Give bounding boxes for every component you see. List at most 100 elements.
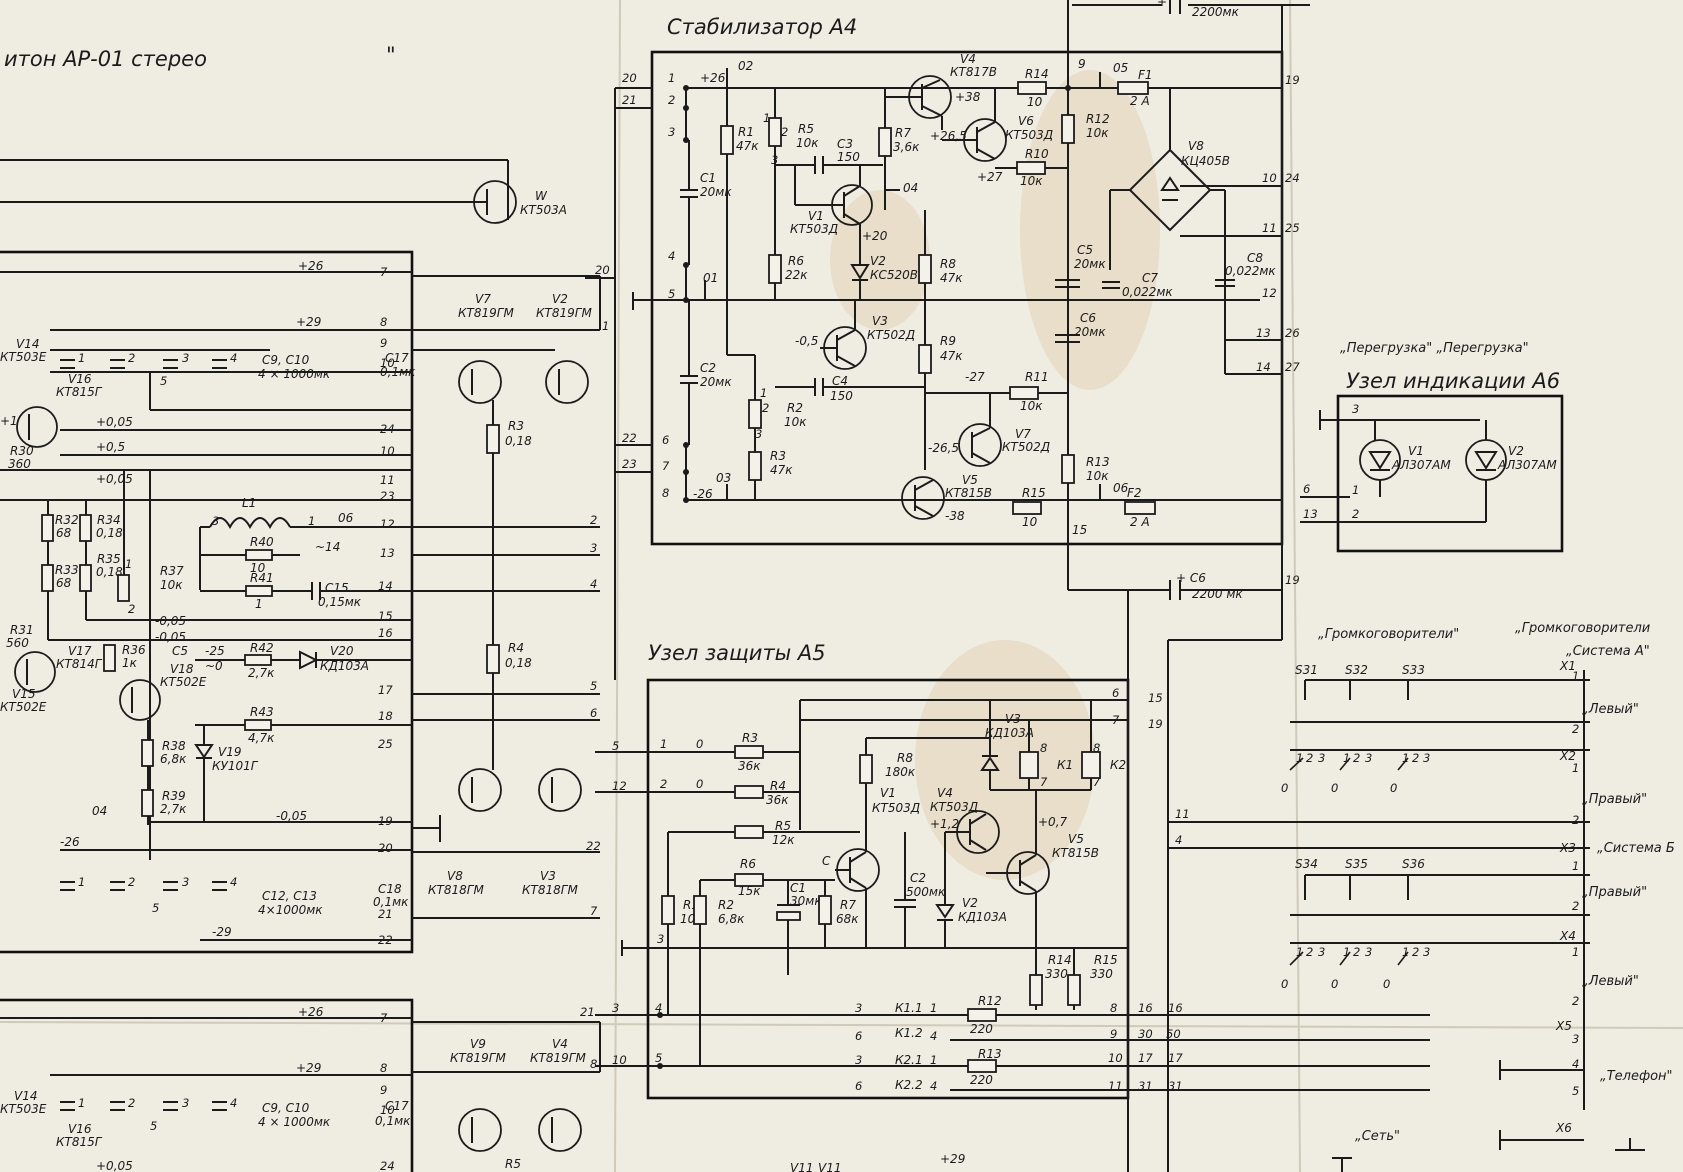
- svg-text:150: 150: [830, 389, 853, 403]
- svg-text:КС520В: КС520В: [870, 268, 918, 282]
- svg-text:V4: V4: [960, 52, 976, 66]
- svg-text:7: 7: [1040, 775, 1048, 789]
- svg-text:КТ814Г: КТ814Г: [56, 657, 103, 671]
- svg-text:1: 1: [930, 1053, 937, 1067]
- svg-text:30мк: 30мк: [790, 894, 822, 908]
- svg-text:V2: V2: [552, 292, 568, 306]
- svg-text:0,18: 0,18: [505, 434, 532, 448]
- svg-text:31: 31: [1168, 1079, 1183, 1093]
- svg-text:4: 4: [1572, 1057, 1579, 1071]
- svg-text:3: 3: [1318, 945, 1325, 959]
- svg-text:+20: +20: [862, 229, 888, 243]
- svg-text:V1: V1: [880, 786, 896, 800]
- right-caption: „Правый": [1582, 792, 1647, 807]
- svg-text:11: 11: [1175, 807, 1190, 821]
- svg-text:2: 2: [1306, 751, 1313, 765]
- block-a5-title: Узел защиты А5: [648, 641, 826, 665]
- system-a-caption: „Система А": [1566, 644, 1650, 659]
- svg-text:4: 4: [590, 577, 597, 591]
- svg-text:КТ818ГМ: КТ818ГМ: [522, 883, 578, 897]
- svg-text:1: 1: [1572, 669, 1579, 683]
- svg-text:3,6к: 3,6к: [893, 140, 920, 154]
- svg-text:220: 220: [970, 1073, 993, 1087]
- svg-text:КД103А: КД103А: [985, 726, 1034, 740]
- svg-text:C3: C3: [837, 137, 853, 151]
- mains-caption: „Сеть": [1355, 1129, 1400, 1144]
- svg-text:R8: R8: [897, 751, 913, 765]
- phone-caption: „Телефон": [1600, 1069, 1673, 1084]
- svg-text:13: 13: [1256, 326, 1271, 340]
- document-title-quote: ": [386, 43, 396, 67]
- svg-text:01: 01: [703, 271, 718, 285]
- svg-text:10к: 10к: [784, 415, 807, 429]
- svg-text:3: 3: [755, 427, 762, 441]
- svg-text:R35: R35: [97, 552, 121, 566]
- left-caption: „Левый": [1582, 702, 1639, 717]
- svg-text:КТ503Д: КТ503Д: [872, 801, 920, 815]
- svg-text:+29: +29: [296, 1061, 321, 1075]
- svg-text:3: 3: [1365, 945, 1372, 959]
- svg-text:10: 10: [1022, 515, 1038, 529]
- svg-text:2: 2: [1412, 945, 1419, 959]
- system-b-caption: „Система Б: [1597, 841, 1675, 856]
- svg-text:0,1мк: 0,1мк: [375, 1114, 411, 1128]
- top-capacitor: + 2200мк: [1072, 0, 1310, 19]
- svg-text:17: 17: [378, 683, 393, 697]
- svg-text:1: 1: [125, 557, 132, 571]
- svg-text:50: 50: [1166, 1027, 1181, 1041]
- svg-text:S33: S33: [1402, 663, 1425, 677]
- svg-text:0,1мк: 0,1мк: [373, 895, 409, 909]
- svg-text:6: 6: [590, 706, 597, 720]
- svg-text:1: 1: [1572, 859, 1579, 873]
- svg-text:C6: C6: [1080, 311, 1096, 325]
- svg-text:1: 1: [1402, 751, 1409, 765]
- svg-text:-29: -29: [212, 925, 232, 939]
- svg-text:S35: S35: [1345, 857, 1368, 871]
- svg-text:2 А: 2 А: [1130, 94, 1150, 108]
- svg-text:9: 9: [380, 1083, 387, 1097]
- svg-text:30: 30: [1138, 1027, 1153, 1041]
- svg-text:V14: V14: [14, 1089, 37, 1103]
- svg-text:06: 06: [338, 511, 354, 525]
- svg-text:КТ502Д: КТ502Д: [1002, 440, 1050, 454]
- svg-text:2200 мк: 2200 мк: [1192, 587, 1243, 601]
- svg-text:68к: 68к: [836, 912, 859, 926]
- svg-text:КТ503Д: КТ503Д: [1005, 128, 1053, 142]
- svg-text:S32: S32: [1345, 663, 1368, 677]
- svg-text:9: 9: [380, 336, 387, 350]
- svg-text:220: 220: [970, 1022, 993, 1036]
- svg-text:R4: R4: [508, 641, 524, 655]
- svg-text:1: 1: [255, 597, 263, 611]
- svg-text:1: 1: [78, 875, 85, 889]
- svg-text:R43: R43: [250, 705, 274, 719]
- svg-text:19: 19: [1148, 717, 1163, 731]
- svg-text:2: 2: [762, 401, 769, 415]
- svg-text:КТ819ГМ: КТ819ГМ: [530, 1051, 586, 1065]
- svg-text:+1,2: +1,2: [930, 817, 959, 831]
- svg-text:R15: R15: [1094, 953, 1118, 967]
- svg-text:V2: V2: [870, 254, 886, 268]
- svg-text:20мк: 20мк: [700, 185, 732, 199]
- svg-text:R12: R12: [1086, 112, 1110, 126]
- svg-text:25: 25: [378, 737, 393, 751]
- svg-text:-27: -27: [965, 370, 985, 384]
- svg-text:W: W: [535, 189, 548, 203]
- svg-text:C1: C1: [790, 881, 806, 895]
- svg-text:V8: V8: [1188, 139, 1204, 153]
- svg-text:25: 25: [1285, 221, 1300, 235]
- svg-text:3: 3: [1423, 945, 1430, 959]
- svg-text:V15: V15: [12, 687, 35, 701]
- svg-text:0: 0: [1390, 781, 1397, 795]
- svg-text:R42: R42: [250, 641, 274, 655]
- svg-text:5: 5: [1572, 1084, 1579, 1098]
- svg-text:6,8к: 6,8к: [160, 752, 187, 766]
- svg-text:15: 15: [1148, 691, 1163, 705]
- svg-text:36к: 36к: [738, 759, 761, 773]
- svg-text:C9, C10: C9, C10: [262, 1101, 310, 1115]
- svg-text:+: +: [1157, 0, 1167, 9]
- svg-text:R5: R5: [505, 1157, 521, 1171]
- svg-text:6: 6: [662, 433, 669, 447]
- svg-text:26: 26: [1285, 326, 1300, 340]
